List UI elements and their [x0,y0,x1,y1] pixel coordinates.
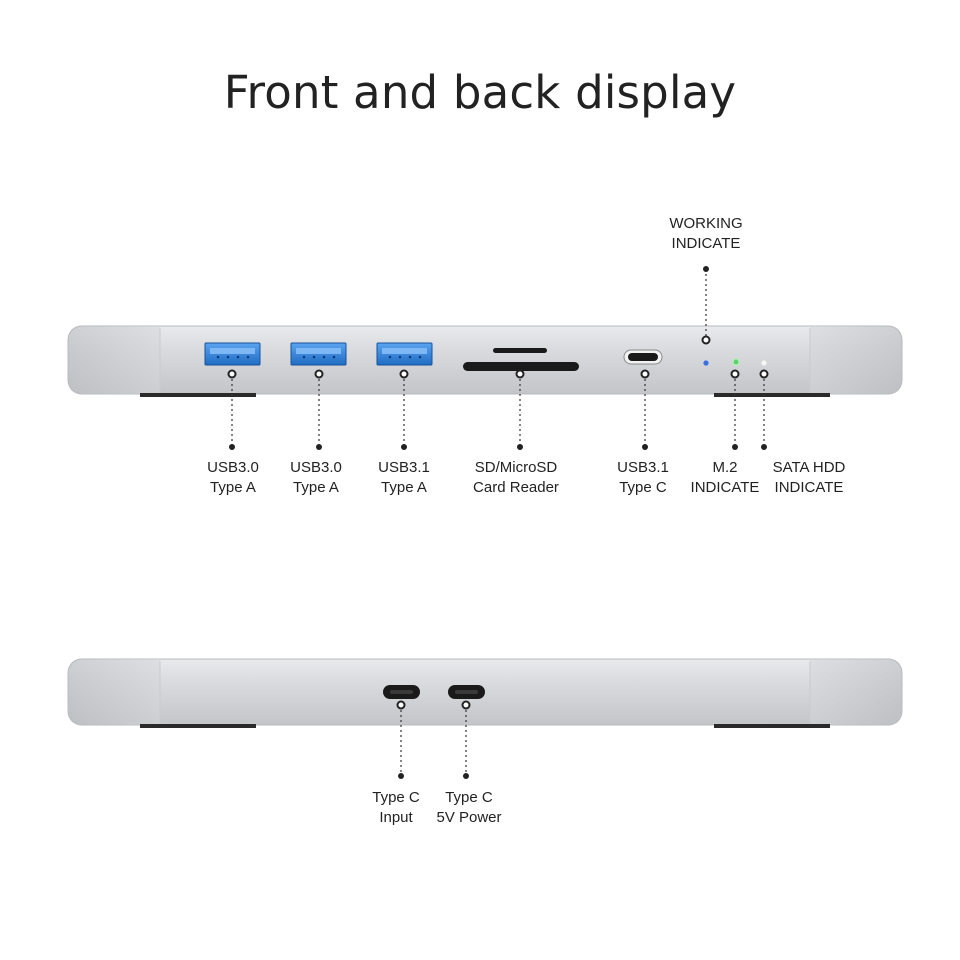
usb31-type-c-port [623,349,663,365]
usb30-type-a-port-1 [204,342,261,366]
usb30-type-a-port-2 [290,342,347,366]
foot [714,724,830,728]
foot [714,393,830,397]
sata-led-icon [760,359,768,367]
type-c-input-port [383,685,420,699]
card-reader-slots [463,348,579,371]
back-callout-dots [396,700,471,779]
working-led-icon [703,360,709,366]
type-c-power-port [448,685,485,699]
front-callout-lines [231,269,765,447]
back-hub-body [67,658,903,728]
front-callout-dots [227,266,769,450]
foot [140,724,256,728]
usb31-type-a-port [376,342,433,366]
back-callout-lines [400,705,467,776]
front-hub-body [67,325,903,397]
page-title: Front and back display [223,66,737,119]
m2-led-icon [732,358,740,366]
foot [140,393,256,397]
